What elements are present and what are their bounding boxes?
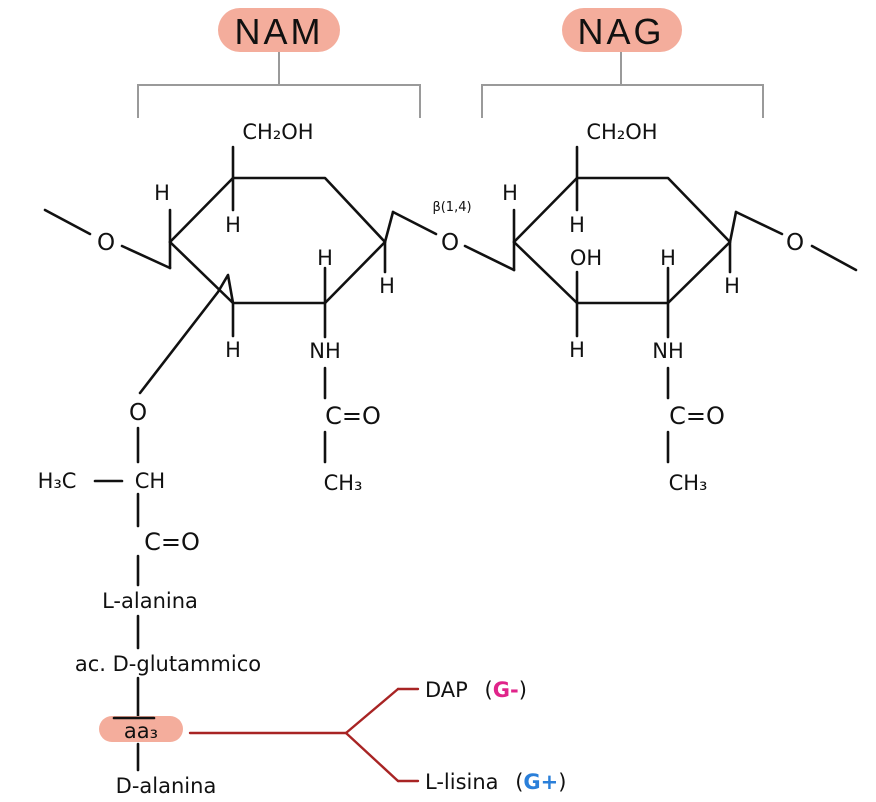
peptide-aa3: aa₃ <box>124 719 158 743</box>
nam-h-c4: H <box>154 181 170 205</box>
lactyl-h3c: H₃C <box>38 469 77 493</box>
nam-highlight <box>218 8 340 52</box>
nag-highlight <box>562 8 682 52</box>
nag-h-top: H <box>569 213 585 237</box>
nam-co: C=O <box>325 402 381 430</box>
lactyl-co: C=O <box>144 528 200 556</box>
nag-h-c2: H <box>660 246 676 270</box>
beta-bond-label: β(1,4) <box>432 200 471 215</box>
gram-negative-tag: G- <box>493 678 519 702</box>
nam-h-c3: H <box>225 338 241 362</box>
nam-ch3: CH₃ <box>324 471 363 495</box>
nam-ring <box>43 145 438 395</box>
nag-h-c4: H <box>502 181 518 205</box>
gram-positive-tag: G+ <box>523 770 558 794</box>
nag-bracket <box>481 52 764 118</box>
branch-l-lisina: L-lisina (G+) <box>425 770 566 794</box>
nam-h-c1: H <box>379 274 395 298</box>
nam-h-top: H <box>225 213 241 237</box>
nag-o-right: O <box>786 230 804 256</box>
peptide-l-alanina: L-alanina <box>102 589 198 613</box>
aa3-highlight <box>99 716 183 742</box>
peptide-d-glutammico: ac. D-glutammico <box>75 652 261 676</box>
nam-h-c2-top: H <box>317 246 333 270</box>
nag-h-c3: H <box>569 338 585 362</box>
nag-ring <box>512 145 858 339</box>
nag-nh: NH <box>652 339 684 363</box>
branch-dap: DAP (G-) <box>425 678 527 702</box>
nam-header: NAM <box>235 11 324 52</box>
nam-bracket <box>137 52 421 118</box>
nag-oh: OH <box>570 246 602 270</box>
nam-ch2oh: CH₂OH <box>242 120 313 144</box>
nag-ch3: CH₃ <box>669 471 708 495</box>
nag-h-c1: H <box>724 274 740 298</box>
nam-o-left: O <box>97 230 115 256</box>
nam-nh: NH <box>309 339 341 363</box>
lactyl-ch: CH <box>135 469 165 493</box>
lactyl-o: O <box>129 400 147 426</box>
peptide-d-alanina: D-alanina <box>116 774 217 798</box>
branch-lines <box>188 687 420 783</box>
nag-header: NAG <box>577 11 664 52</box>
nag-co: C=O <box>669 402 725 430</box>
glyco-o: O <box>441 230 459 256</box>
nag-ch2oh: CH₂OH <box>586 120 657 144</box>
